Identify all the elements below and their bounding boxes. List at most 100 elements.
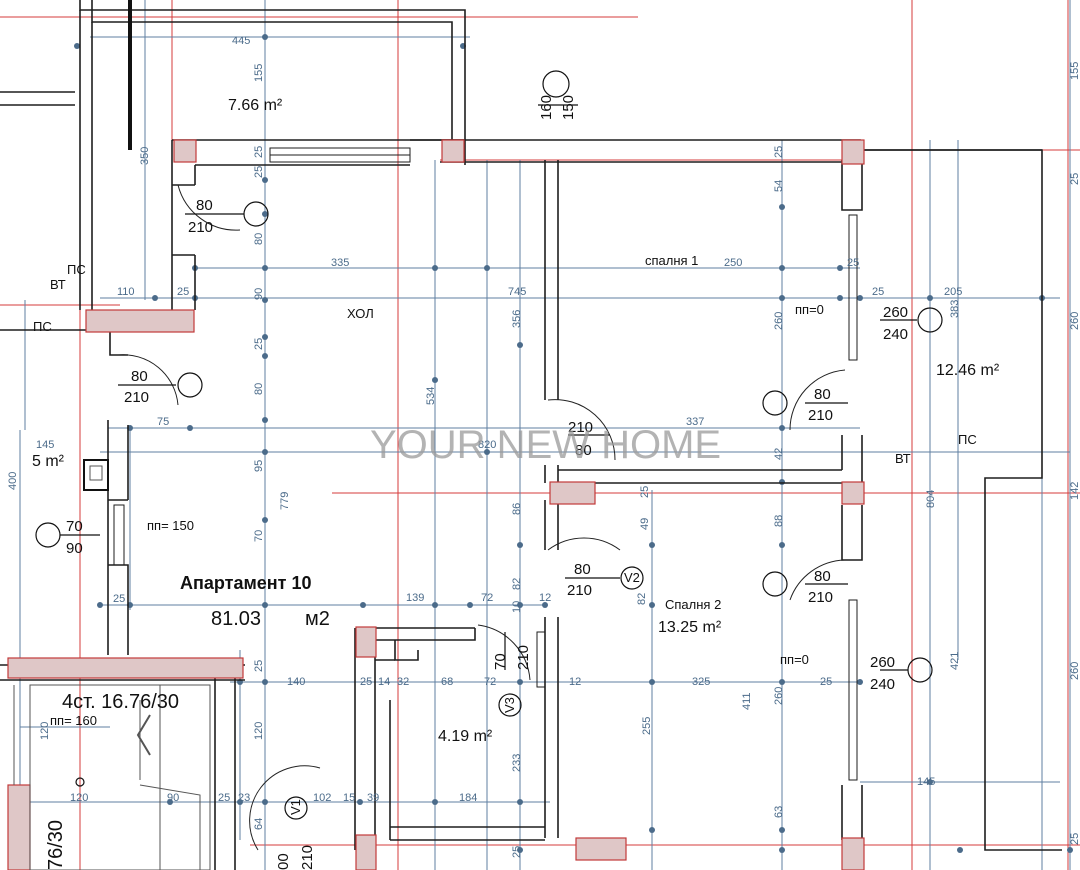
door5-height: 210 <box>808 589 833 606</box>
vt-label-left: ВТ <box>50 277 66 292</box>
stair-label: 4ст. 16.76/30 <box>62 691 179 713</box>
marker-v2: V2 <box>624 570 640 585</box>
dimension-label: 140 <box>287 676 305 688</box>
stairs <box>13 459 211 870</box>
dimension-label: 820 <box>478 439 496 451</box>
dimension-label: 205 <box>944 286 962 298</box>
dimension-label: 779 <box>279 492 291 510</box>
dimension-label: 260 <box>773 687 785 705</box>
dimension-label: 25 <box>253 660 265 672</box>
door3-width: 80 <box>814 386 831 403</box>
fraction-bars <box>60 104 917 671</box>
mid-mark-height: 80 <box>575 442 592 459</box>
dimension-label: 120 <box>39 722 51 740</box>
ps-label-left: ПС <box>67 262 86 277</box>
dimension-label: 90 <box>253 288 265 300</box>
dimension-label: 25 <box>360 676 372 688</box>
dimension-label: 350 <box>139 147 151 165</box>
dimension-label: 250 <box>724 257 742 269</box>
hol-label: ХОЛ <box>347 306 374 321</box>
door2-height: 210 <box>124 389 149 406</box>
dimension-label: 95 <box>253 460 265 472</box>
dimension-label: 260 <box>773 312 785 330</box>
bath-area: 4.19 m² <box>438 728 493 745</box>
dimension-label: 120 <box>70 792 88 804</box>
door7-height: 210 <box>299 845 316 870</box>
bedroom2-label: Спалня 2 <box>665 597 721 612</box>
ps-label-right: ПС <box>958 432 977 447</box>
watermark: YOUR NEW HOME <box>370 423 721 467</box>
dimension-label: 260 <box>1069 312 1080 330</box>
door4-height: 210 <box>567 582 592 599</box>
door1-height: 210 <box>188 219 213 236</box>
window-b2-width: 260 <box>870 654 895 671</box>
dimension-label: 233 <box>511 754 523 772</box>
dimension-label: 90 <box>167 792 179 804</box>
dimension-label: 80 <box>253 233 265 245</box>
ps-label-left2: ПС <box>33 319 52 334</box>
dimension-label: 23 <box>238 792 250 804</box>
dimension-label: 72 <box>484 676 496 688</box>
apartment-title: Апартамент 10 <box>180 573 312 593</box>
dimension-label: 255 <box>641 717 653 735</box>
dimension-label: 25 <box>639 486 651 498</box>
dimension-label: 534 <box>425 387 437 405</box>
bedroom1-label: спалня 1 <box>645 253 698 268</box>
dimension-label: 400 <box>7 472 19 490</box>
door4-width: 80 <box>574 561 591 578</box>
apartment-area-value: 81.03 <box>211 608 261 630</box>
window-b1-height: 240 <box>883 326 908 343</box>
dimension-label: 25 <box>253 338 265 350</box>
dimension-label: 15 <box>343 792 355 804</box>
stair-edge-label: 76/30 <box>45 820 67 870</box>
dimension-label: 54 <box>773 180 785 192</box>
dimension-label: 120 <box>253 722 265 740</box>
top-mark-width: 160 <box>538 95 555 120</box>
dimension-label: 260 <box>1069 662 1080 680</box>
dimension-label: 335 <box>331 257 349 269</box>
door7-width: 00 <box>275 853 292 870</box>
marker-v1: V1 <box>288 799 303 815</box>
dimension-label: 88 <box>773 515 785 527</box>
dimension-label: 25 <box>847 257 859 269</box>
dimension-label: 86 <box>511 503 523 515</box>
dimension-label: 745 <box>508 286 526 298</box>
dimension-label: 25 <box>253 166 265 178</box>
dimension-label: 145 <box>917 776 935 788</box>
dimension-label: 25 <box>872 286 884 298</box>
door1-width: 80 <box>196 197 213 214</box>
dimension-label: 10 <box>511 601 523 613</box>
dimension-label: 139 <box>406 592 424 604</box>
door3-height: 210 <box>808 407 833 424</box>
dimension-label: 42 <box>773 448 785 460</box>
dimension-label: 82 <box>636 593 648 605</box>
dimension-label: 184 <box>459 792 477 804</box>
vt-label-right: ВТ <box>895 451 911 466</box>
dimension-label: 445 <box>232 35 250 47</box>
dimension-label: 63 <box>773 806 785 818</box>
marker-v3: V3 <box>502 697 517 713</box>
dimension-label: 25 <box>1069 173 1080 185</box>
window-b2-height: 240 <box>870 676 895 693</box>
dimension-label: 411 <box>741 692 753 710</box>
pp0-label-b: пп=0 <box>780 652 809 667</box>
dimension-label: 325 <box>692 676 710 688</box>
dimension-label: 75 <box>157 416 169 428</box>
mid-mark-width: 210 <box>568 419 593 436</box>
dimension-label: 25 <box>218 792 230 804</box>
top-mark-height: 150 <box>560 95 577 120</box>
apartment-area-unit: м2 <box>305 608 330 630</box>
dimension-labels: 445 155 350 25 25 80 90 25 80 95 70 779 … <box>7 35 1080 858</box>
door5-width: 80 <box>814 568 831 585</box>
door2-width: 80 <box>131 368 148 385</box>
marker-circles <box>35 70 943 820</box>
door-swings <box>117 184 846 851</box>
dimension-label: 25 <box>1069 833 1080 845</box>
window-b1-width: 260 <box>883 304 908 321</box>
dimension-label: 421 <box>949 652 961 670</box>
dimension-label: 25 <box>253 146 265 158</box>
windows <box>113 147 858 781</box>
dimension-label: 68 <box>441 676 453 688</box>
